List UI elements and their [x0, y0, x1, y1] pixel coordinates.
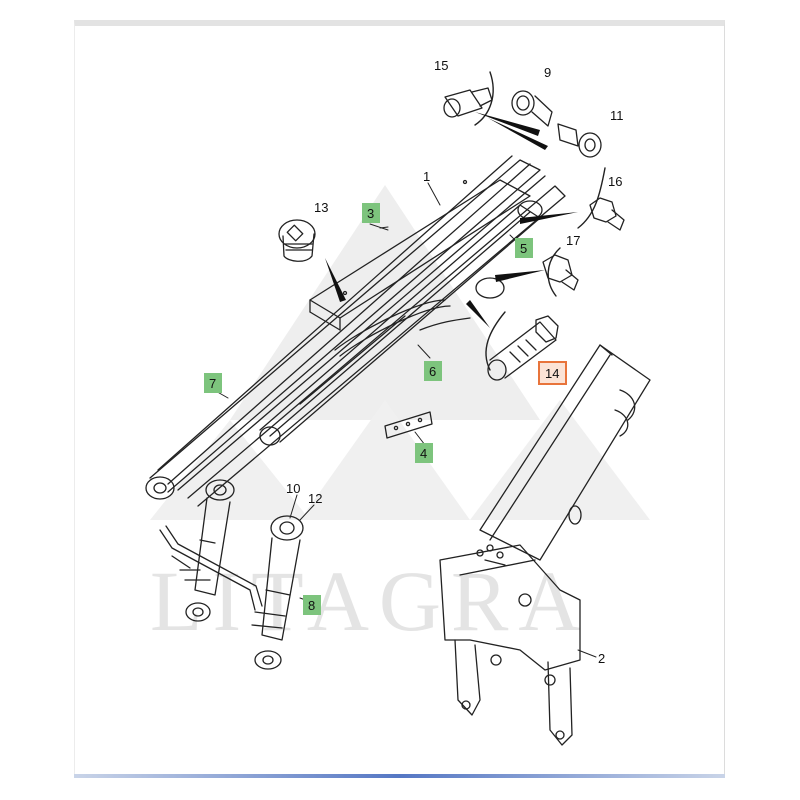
top-plate-part: [309, 179, 531, 331]
valve-14-part: [487, 315, 559, 381]
tag-4-box: [415, 443, 433, 463]
callout-3: 3: [367, 206, 374, 221]
callout-7: 7: [209, 376, 216, 391]
tag-5-box: [515, 238, 533, 258]
fitting-15-part: [443, 87, 493, 118]
tag-7-box: [204, 373, 222, 393]
callout-5: 5: [520, 241, 527, 256]
fitting-11-part: [557, 123, 602, 158]
watermark-text: LITAGRA: [150, 553, 591, 649]
callout-labels: 1 2 9 10 11 12 13 15 16 17: [286, 58, 624, 666]
callout-1: 1: [423, 169, 430, 184]
fitting-13-part: [278, 219, 316, 262]
tag-3-box: [362, 203, 380, 223]
callout-11: 11: [610, 108, 624, 123]
tag-8-box: [303, 595, 321, 615]
callout-13: 13: [314, 200, 328, 215]
callout-16: 16: [608, 174, 622, 189]
detail-arcs: [474, 71, 606, 371]
callout-6: 6: [429, 364, 436, 379]
hose-line-part: [334, 277, 505, 357]
plate-part: [384, 411, 433, 439]
fitting-16-part: [589, 197, 625, 231]
callout-17: 17: [566, 233, 580, 248]
callout-14[interactable]: 14: [545, 366, 559, 381]
tag-6-box: [424, 361, 442, 381]
arm-frame-part: [439, 344, 651, 746]
lift-cylinder-left: [179, 479, 235, 622]
callout-10: 10: [286, 481, 300, 496]
bottom-scroll-bar: [74, 774, 725, 778]
green-callout-tags: 3 4 5 6 7 8 14: [204, 203, 567, 615]
callout-4: 4: [420, 446, 427, 461]
tag-14-box-highlighted[interactable]: [538, 361, 567, 385]
pointer-wedges: [325, 112, 578, 328]
lift-cylinder-right: [251, 515, 304, 670]
callout-15: 15: [434, 58, 448, 73]
callout-8: 8: [308, 598, 315, 613]
callout-9: 9: [544, 65, 551, 80]
callout-12: 12: [308, 491, 322, 506]
fitting-9-part: [511, 90, 553, 127]
callout-2: 2: [598, 651, 605, 666]
pipe-bracket: [159, 525, 263, 611]
